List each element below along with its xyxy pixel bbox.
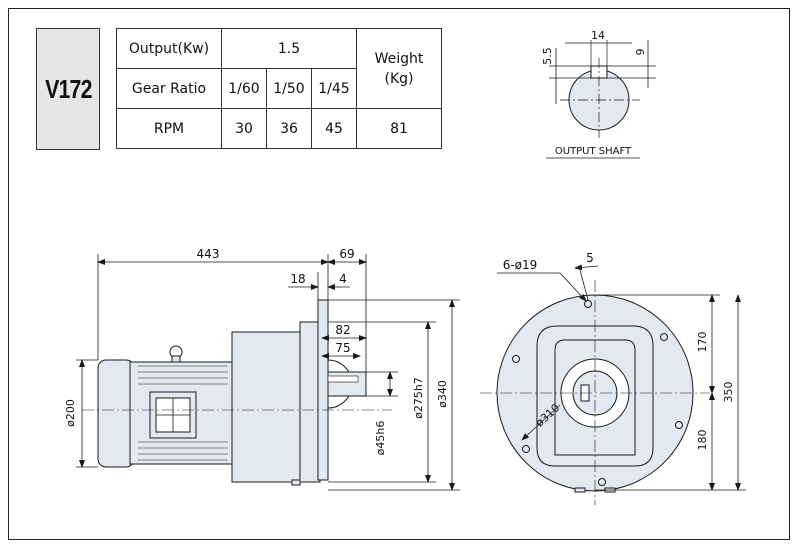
gear-housing-neck: [299, 321, 321, 483]
weight-header: Weight (Kg): [356, 28, 442, 109]
dim-total-height: 350: [722, 382, 735, 403]
side-output-shaft: [327, 371, 367, 397]
bolt-holes: [512, 300, 683, 486]
spec-table: Output(Kw) 1.5 Weight (Kg) Gear Ratio 1/…: [116, 28, 442, 149]
dim-shaft-length: 69: [339, 247, 354, 261]
shaft-dim-width: 14: [591, 29, 605, 42]
gear-ratio-1: 1/60: [221, 68, 267, 109]
shaft-dim-offset: 5.5: [541, 47, 554, 65]
dim-flange-offset: 18: [290, 272, 305, 286]
motor-fan-cover: [97, 359, 135, 468]
bolt-hole: [584, 300, 592, 308]
dim-lower-height: 180: [696, 430, 709, 451]
model-label: V172: [36, 28, 100, 150]
front-dimensions: [497, 264, 746, 491]
output-value: 1.5: [221, 28, 357, 69]
dim-overall-length: 443: [197, 247, 220, 261]
rpm-label: RPM: [116, 108, 222, 149]
bolt-hole: [522, 445, 530, 453]
motor-fins: [138, 365, 228, 461]
dim-shaft-diameter: ø45h6: [374, 421, 387, 456]
rpm-value-3: 45: [311, 108, 357, 149]
dim-75: 75: [335, 341, 350, 355]
dim-hole-angle: 5: [586, 251, 594, 265]
dim-motor-diameter: ø200: [64, 399, 77, 427]
side-dimensions: [76, 254, 460, 491]
weight-unit: (Kg): [384, 70, 414, 87]
bolt-hole: [660, 333, 668, 341]
dim-upper-height: 170: [696, 332, 709, 353]
weight-label: Weight: [374, 50, 424, 67]
bolt-hole: [512, 355, 520, 363]
shaft-caption: OUTPUT SHAFT: [555, 146, 632, 157]
drawing-frame: [8, 8, 790, 540]
weight-value: 81: [356, 108, 442, 149]
dim-flange-thickness: 4: [339, 272, 347, 286]
model-name: V172: [44, 73, 92, 104]
bolt-hole: [598, 478, 606, 486]
drain-plug: [291, 479, 301, 486]
rpm-value-1: 30: [221, 108, 267, 149]
output-shaft-detail: [546, 40, 656, 159]
dim-82: 82: [335, 323, 350, 337]
output-flange: [317, 299, 329, 481]
bolt-hole: [675, 421, 683, 429]
front-view: [480, 280, 710, 505]
dim-bolt-holes: 6-ø19: [503, 258, 538, 272]
output-label: Output(Kw): [116, 28, 222, 69]
gear-ratio-3: 1/45: [311, 68, 357, 109]
side-view: [82, 299, 392, 486]
dim-flange-diameter: ø340: [436, 380, 449, 408]
dim-pilot-diameter: ø275h7: [412, 377, 425, 419]
gear-housing: [231, 331, 303, 483]
shaft-dim-depth: 9: [634, 49, 647, 56]
